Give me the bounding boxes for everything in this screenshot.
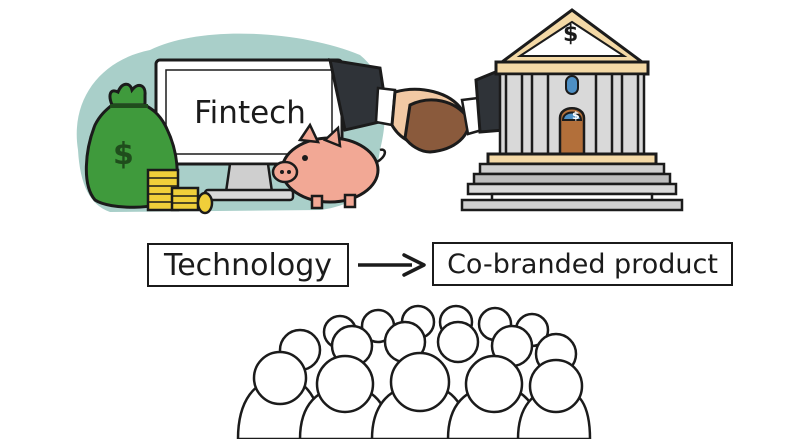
co-branded-product-label: Co-branded product [432,242,733,286]
bank-building-icon [460,8,684,212]
bank-roof-symbol: $ [563,22,579,47]
piggy-bank-icon [271,122,387,210]
bank-door-symbol: $ [572,109,580,122]
coin-stack-icon [146,168,214,215]
money-bag-symbol: $ [113,137,134,172]
monitor-label: Fintech [194,95,306,131]
crowd-icon [236,304,592,439]
monitor [154,58,344,202]
flow-arrow-icon [358,253,426,277]
technology-label: Technology [147,243,349,287]
